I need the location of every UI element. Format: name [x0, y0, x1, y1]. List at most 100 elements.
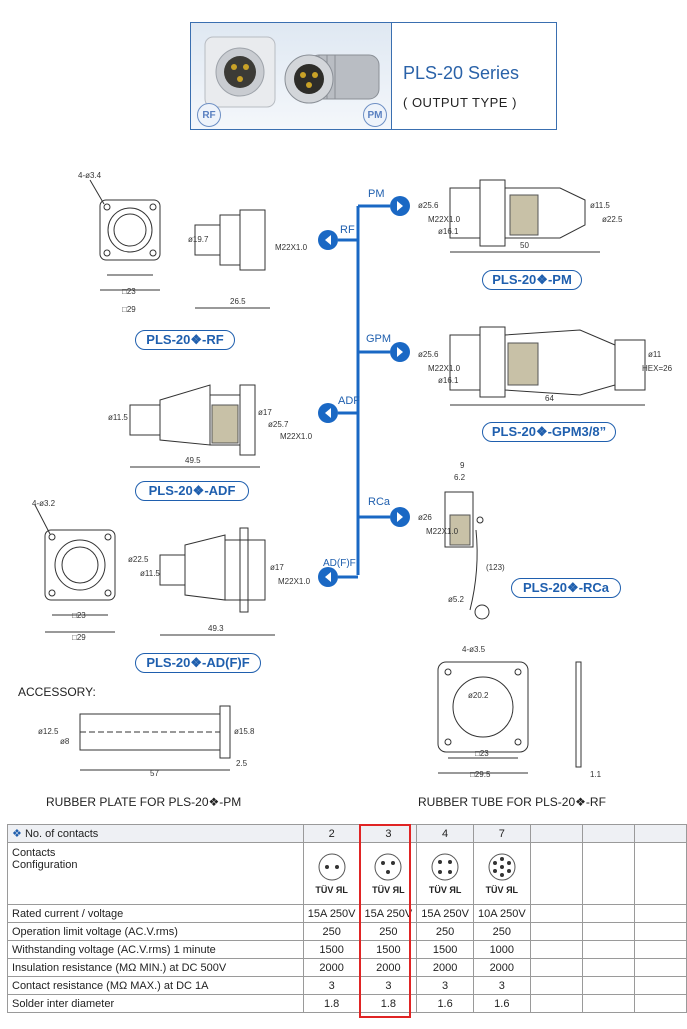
adf-d257-dim: ø25.7 — [268, 420, 289, 429]
adff-sq29-dim: □29 — [72, 633, 86, 642]
row-value: 2000 — [416, 958, 474, 977]
row-label: Rated current / voltage — [7, 904, 304, 923]
rf-sq29-dim: □29 — [122, 305, 136, 314]
config-label-line2: Configuration — [12, 859, 78, 871]
branch-label-rf: RF — [340, 224, 355, 236]
empty-cell — [633, 940, 687, 959]
arrow-right-icon — [390, 342, 410, 362]
row-value: 1.8 — [302, 994, 361, 1013]
ul-mark: ЯL — [392, 885, 405, 895]
empty-cell — [581, 958, 635, 977]
empty-cell — [529, 940, 583, 959]
arrow-left-icon — [318, 230, 338, 250]
ul-mark: ЯL — [449, 885, 462, 895]
arrow-right-icon — [390, 507, 410, 527]
contacts-count-2: 2 — [302, 824, 361, 843]
empty-cell — [529, 904, 583, 923]
adff-d225-dim: ø22.5 — [128, 555, 149, 564]
rca-drawing: 9 6.2 ø26 M22X1.0 (123) ø5.2 — [418, 461, 505, 620]
product-photo: RF PM — [191, 23, 391, 129]
empty-cell — [529, 824, 583, 843]
connector-photo-illustration — [204, 36, 380, 108]
row-value: 1000 — [472, 940, 531, 959]
config-cell-4: TÜV ЯL — [416, 842, 474, 905]
branch-connector-lines — [338, 204, 390, 579]
rca-g9-dim: 9 — [460, 461, 465, 470]
adf-drawing: ø11.5 ø17 ø25.7 M22X1.0 49.5 — [108, 384, 313, 468]
rca-g62-dim: 6.2 — [454, 473, 466, 482]
gpm-d161-dim: ø16.1 — [438, 376, 459, 385]
row-value: 10A 250V — [472, 904, 531, 923]
contact-layout-7-icon — [488, 853, 516, 881]
header-label-cell: ❖ No. of contacts — [7, 824, 304, 843]
plate-t11-dim: 1.1 — [590, 770, 602, 779]
adf-m22-dim: M22X1.0 — [280, 432, 313, 441]
config-cell-3: TÜV ЯL — [359, 842, 418, 905]
contacts-count-3: 3 — [359, 824, 418, 843]
row-value: 1.6 — [472, 994, 531, 1013]
config-cell-2: TÜV ЯL — [302, 842, 361, 905]
row-value: 1.8 — [359, 994, 418, 1013]
plate-sq23-dim: □23 — [475, 749, 489, 758]
row-value: 1500 — [416, 940, 474, 959]
row-label: Operation limit voltage (AC.V.rms) — [7, 922, 304, 941]
adf-d115-dim: ø11.5 — [108, 413, 128, 422]
contact-layout-2-icon — [318, 853, 346, 881]
config-row: Contacts Configuration TÜV ЯL TÜV ЯL TÜV… — [7, 842, 687, 905]
empty-cell — [633, 904, 687, 923]
row-value: 3 — [302, 976, 361, 995]
branch-label-adff: AD(F)F — [323, 558, 356, 569]
adff-d115-dim: ø11.5 — [140, 569, 160, 578]
plate-sq295-dim: □29.5 — [470, 770, 491, 779]
rf-m22-dim: M22X1.0 — [275, 243, 308, 252]
branch-label-pm: PM — [368, 188, 385, 200]
row-value: 1500 — [359, 940, 418, 959]
pm-m22-dim: M22X1.0 — [428, 215, 461, 224]
empty-cell — [581, 922, 635, 941]
rubber-plate-caption: RUBBER TUBE FOR PLS-20❖-RF — [418, 795, 606, 809]
adff-m22-dim: M22X1.0 — [278, 577, 311, 586]
pm-d225-dim: ø22.5 — [602, 215, 623, 224]
model-label-pm: PLS-20❖-PM — [482, 270, 582, 290]
ul-mark: ЯL — [506, 885, 519, 895]
diamond-icon: ❖ — [12, 828, 22, 840]
tube-d8-dim: ø8 — [60, 737, 70, 746]
empty-cell — [633, 958, 687, 977]
rubber-tube-caption: RUBBER PLATE FOR PLS-20❖-PM — [46, 795, 242, 809]
series-subtitle: ( OUTPUT TYPE ) — [403, 95, 517, 110]
badge-pm: PM — [363, 103, 387, 127]
contact-layout-3-icon — [374, 853, 402, 881]
empty-cell — [581, 824, 635, 843]
badge-rf: RF — [197, 103, 221, 127]
rca-d26-dim: ø26 — [418, 513, 432, 522]
row-label: Insulation resistance (MΩ MIN.) at DC 50… — [7, 958, 304, 977]
arrow-left-icon — [318, 403, 338, 423]
row-value: 2000 — [302, 958, 361, 977]
adff-drawing: 4-ø3.2 □23 □29 ø22.5 ø11.5 ø17 M22X1.0 4… — [32, 500, 311, 642]
contacts-header-label: No. of contacts — [24, 828, 99, 840]
adf-l495-dim: 49.5 — [185, 456, 201, 465]
pm-drawing: ø25.6 M22X1.0 ø16.1 ø11.5 ø22.5 50 — [418, 179, 623, 253]
empty-cell — [529, 922, 583, 941]
row-value: 250 — [416, 922, 474, 941]
empty-cell — [529, 842, 583, 905]
pm-d161-dim: ø16.1 — [438, 227, 459, 236]
contact-layout-4-icon — [431, 853, 459, 881]
tuv-mark: TÜV — [428, 885, 447, 895]
row-value: 3 — [472, 976, 531, 995]
model-label-rf: PLS-20❖-RF — [135, 330, 235, 350]
adff-hole-dim: 4-ø3.2 — [32, 500, 56, 508]
empty-cell — [581, 904, 635, 923]
plate-hole-dim: 4-ø3.5 — [462, 645, 486, 654]
pm-d256-dim: ø25.6 — [418, 201, 439, 210]
empty-cell — [633, 842, 687, 905]
model-label-adf: PLS-20❖-ADF — [135, 481, 249, 501]
tube-l25-dim: 2.5 — [236, 759, 248, 768]
rf-d197-dim: ø19.7 — [188, 235, 209, 244]
table-header-row: ❖ No. of contacts 2 3 4 7 — [7, 824, 687, 843]
tube-d125-dim: ø12.5 — [38, 727, 59, 736]
